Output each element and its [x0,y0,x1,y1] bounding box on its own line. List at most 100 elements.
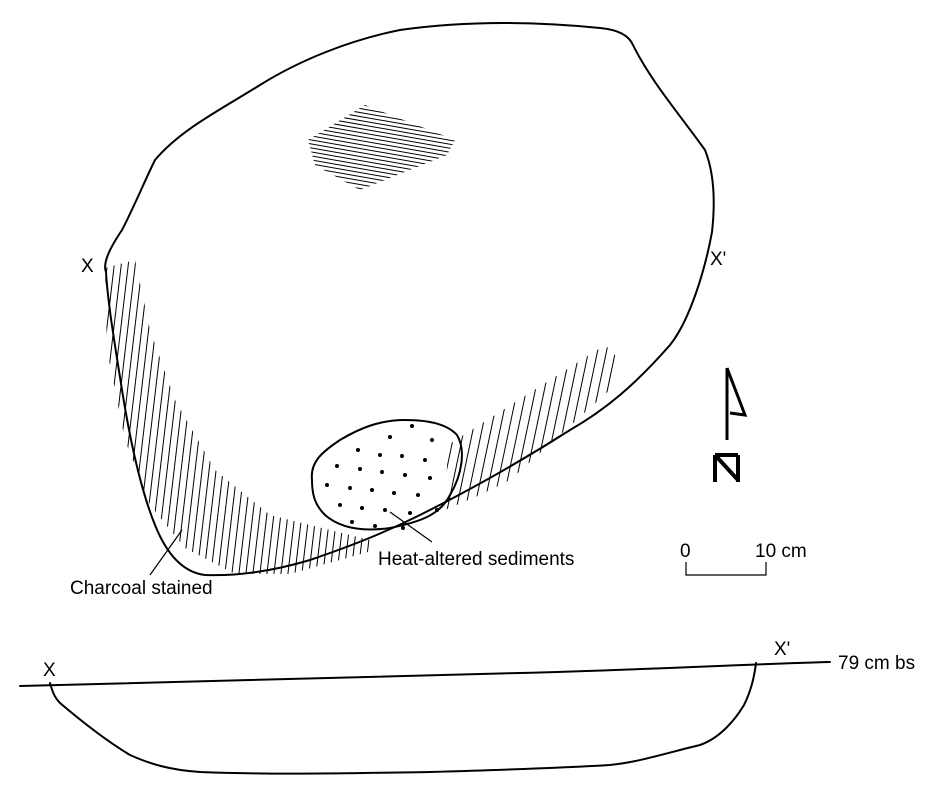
hatch-line [615,345,620,510]
stipple-dot [388,435,392,439]
scale-start-label: 0 [680,541,691,562]
hatch-line [55,250,95,590]
stain-hatching-top [308,105,455,190]
profile-outline [49,662,757,775]
hatch-line [308,133,455,163]
stipple-dot [423,458,427,462]
stipple-dot [392,491,396,495]
hatch-line [308,161,455,190]
hatch-line [606,345,620,510]
scale-end-label: 10 cm [755,541,807,562]
hatch-line [516,345,558,510]
north-arrow: N [713,367,748,482]
hatch-line [579,345,620,510]
stipple-dot [356,448,360,452]
hatch-line [507,345,549,510]
hatch-line [355,260,370,574]
north-arrow-icon [725,367,748,440]
stipple-dot [416,493,420,497]
hatch-line [308,165,455,190]
hatch-line [453,345,495,510]
hatch-line [62,250,102,590]
hatch-line [489,345,531,510]
feature-outline [104,22,715,577]
hatch-line [597,345,620,510]
stipple-dot [373,524,377,528]
hatch-line [480,345,522,510]
stipple-dot [335,464,339,468]
charcoal-stain-hatching [20,250,370,590]
stipple-dot [410,424,414,428]
stipple-dot [430,438,434,442]
stipple-dot [408,511,412,515]
hatch-line [661,330,701,520]
hatch-line [308,105,455,135]
stipple-dot [400,454,404,458]
hatch-line [48,250,88,590]
heat-altered-sediments-outline [310,419,463,531]
plan-x-prime-label: X' [710,249,726,270]
hatch-line [588,345,620,510]
stipple-dot [401,526,405,530]
heat-altered-dots [325,424,439,530]
hatch-line [27,250,67,590]
stipple-dot [350,520,354,524]
hatch-line [670,330,710,520]
stipple-dot [348,486,352,490]
profile-view: X X' 79 cm bs [19,639,915,775]
stipple-dot [403,473,407,477]
hatch-line [308,105,455,123]
hatch-line [634,330,674,520]
hatch-line [308,177,455,190]
hatch-line [534,345,576,510]
hatch-line [308,125,455,155]
stipple-dot [358,467,362,471]
plan-x-label: X [81,256,94,277]
hatch-line [308,105,455,127]
hatch-line [41,250,81,590]
hatch-line [445,345,468,510]
stipple-dot [338,503,342,507]
stipple-dot [380,470,384,474]
hatch-line [308,105,455,115]
heat-leader-line [389,511,433,543]
scale-bar-line [685,562,767,576]
plan-view: X X' Charcoal stained Heat-altered sedim… [20,22,726,599]
hatch-line [471,345,513,510]
hatch-line [105,260,110,574]
hatch-line [308,105,455,131]
heat-altered-label: Heat-altered sediments [378,549,574,570]
hatch-line [308,173,455,190]
hatch-line [105,260,124,574]
charcoal-stained-label: Charcoal stained [70,578,213,599]
stipple-dot [360,506,364,510]
profile-x-label: X [43,660,56,681]
hatch-line [400,330,440,520]
stipple-dot [325,483,329,487]
hatch-line [308,129,455,159]
stipple-dot [383,508,387,512]
hatch-line [498,345,540,510]
stain-hatching-right [400,330,719,520]
hatch-line [308,157,455,187]
profile-x-prime-label: X' [774,639,790,660]
hatch-line [105,260,117,574]
hatch-line [462,345,504,510]
hatch-line [525,345,567,510]
stipple-dot [378,453,382,457]
hatch-line [34,250,74,590]
hatch-line [679,330,719,520]
stipple-dot [428,476,432,480]
hatch-line [561,345,603,510]
scale-bar: 0 10 cm [680,541,807,576]
hatch-line [552,345,594,510]
hatch-line [308,169,455,190]
hatch-line [20,250,60,590]
hatch-line [308,105,455,119]
hatch-line [643,330,683,520]
datum-line [19,661,831,687]
north-letter-icon [713,453,740,482]
charcoal-leader-line [149,529,183,576]
stipple-dot [370,488,374,492]
